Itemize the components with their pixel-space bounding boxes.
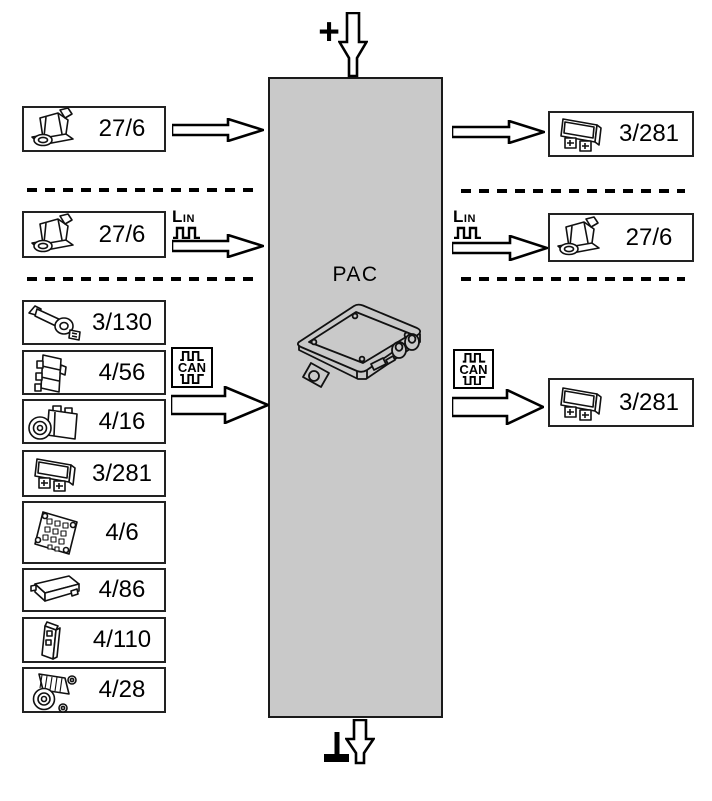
component-box-4-56: 4/56 bbox=[22, 350, 166, 395]
power-feed-arrow-icon bbox=[338, 12, 368, 78]
can-pulse-wave-icon bbox=[180, 351, 204, 361]
ground-feed-arrow-icon bbox=[345, 719, 375, 765]
display-unit-icon bbox=[24, 452, 86, 496]
component-label: 4/16 bbox=[98, 407, 146, 435]
component-box-4-86: 4/86 bbox=[22, 568, 166, 612]
steering-stalk-icon bbox=[24, 301, 86, 345]
can-pulse-wave-icon bbox=[462, 375, 485, 385]
lin-bus-label: LIN bbox=[172, 207, 195, 226]
pac-module-box bbox=[268, 77, 443, 718]
narrow-module-icon bbox=[24, 618, 86, 662]
lin-bus-label: LIN bbox=[453, 207, 476, 226]
signal-arrow-right-can bbox=[452, 389, 544, 425]
can-bus-label: CAN bbox=[459, 361, 488, 377]
component-label: 4/110 bbox=[92, 626, 152, 653]
component-box-4-6: 4/6 bbox=[22, 501, 166, 564]
component-label: 4/56 bbox=[98, 358, 146, 386]
component-box-left-top: 27/6 bbox=[22, 106, 166, 152]
can-bus-badge-left: CAN bbox=[171, 347, 213, 388]
component-label: 27/6 bbox=[625, 223, 673, 251]
component-label: 3/130 bbox=[91, 308, 153, 336]
actuator-motor-icon bbox=[24, 667, 86, 713]
component-box-27-6-right: 27/6 bbox=[548, 213, 694, 262]
signal-arrow-right-lin bbox=[452, 235, 548, 261]
lin-bus-badge-left: LIN bbox=[172, 207, 220, 239]
section-divider bbox=[27, 277, 253, 281]
display-unit-icon bbox=[550, 381, 612, 425]
component-box-4-16: 4/16 bbox=[22, 399, 166, 444]
component-label: 3/281 bbox=[91, 459, 153, 487]
component-box-left-lin: 27/6 bbox=[22, 211, 166, 258]
lin-bus-badge-right: LIN bbox=[453, 207, 501, 239]
component-box-3-281-right-can: 3/281 bbox=[548, 378, 694, 427]
component-label: 3/281 bbox=[618, 120, 680, 147]
signal-arrow-right-top bbox=[452, 120, 545, 144]
component-label: 4/28 bbox=[98, 676, 146, 703]
signal-arrow-left-can bbox=[171, 386, 269, 424]
component-box-3-130: 3/130 bbox=[22, 300, 166, 345]
signal-arrow-left-lin bbox=[172, 234, 264, 258]
can-pulse-wave-icon bbox=[180, 374, 204, 384]
component-box-3-281-left: 3/281 bbox=[22, 450, 166, 497]
component-box-4-28: 4/28 bbox=[22, 667, 166, 713]
camera-sensor-icon bbox=[550, 216, 612, 260]
bracket-module-icon bbox=[24, 351, 86, 395]
component-box-4-110: 4/110 bbox=[22, 617, 166, 663]
section-divider bbox=[27, 188, 253, 192]
camera-sensor-icon bbox=[24, 213, 86, 257]
lin-pulse-wave-icon bbox=[454, 226, 481, 239]
component-label: 4/6 bbox=[105, 518, 139, 546]
lin-pulse-wave-icon bbox=[173, 226, 200, 239]
component-box-3-281-right-top: 3/281 bbox=[548, 111, 694, 157]
component-label: 3/281 bbox=[618, 388, 680, 416]
component-label: 27/6 bbox=[98, 220, 146, 248]
signal-arrow-left-top bbox=[172, 118, 264, 142]
display-unit-icon bbox=[550, 112, 612, 156]
can-bus-badge-right: CAN bbox=[453, 349, 494, 389]
camera-sensor-icon bbox=[24, 107, 86, 151]
battery-plus-label: + bbox=[318, 11, 340, 52]
control-unit-illustration bbox=[283, 291, 435, 392]
can-bus-label: CAN bbox=[177, 360, 207, 375]
fuse-box-icon bbox=[24, 507, 86, 559]
flat-ecu-icon bbox=[24, 568, 86, 612]
ground-icon bbox=[324, 732, 349, 762]
section-divider bbox=[461, 189, 685, 193]
section-divider bbox=[461, 277, 685, 281]
abs-unit-icon bbox=[24, 400, 86, 444]
pac-module-title: PAC bbox=[332, 263, 379, 286]
component-label: 27/6 bbox=[98, 115, 146, 142]
component-label: 4/86 bbox=[98, 576, 146, 603]
can-pulse-wave-icon bbox=[462, 353, 485, 363]
